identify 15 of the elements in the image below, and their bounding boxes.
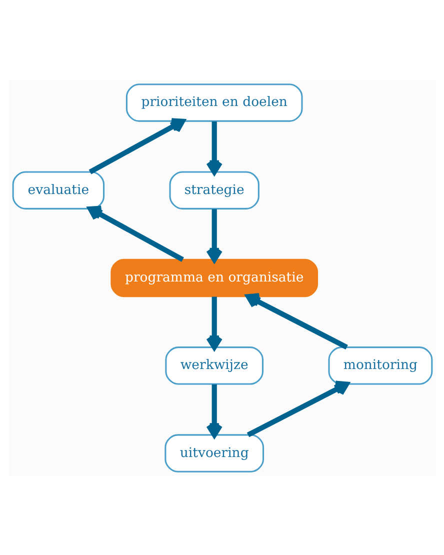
node-box: programma en organisatie	[110, 258, 318, 297]
arrow	[88, 118, 184, 174]
node-box: werkwijze	[164, 346, 264, 384]
node-box: strategie	[168, 170, 259, 209]
arrow	[206, 120, 222, 174]
arrow	[206, 208, 222, 262]
arrow	[206, 384, 222, 437]
arrow	[206, 296, 222, 350]
arrow	[245, 292, 348, 350]
arrow	[87, 205, 184, 262]
node-box: uitvoering	[164, 434, 264, 472]
node-box: prioriteiten en doelen	[125, 83, 302, 122]
node-box: monitoring	[328, 346, 432, 384]
node-box: evaluatie	[12, 170, 104, 209]
arrow	[246, 380, 348, 437]
